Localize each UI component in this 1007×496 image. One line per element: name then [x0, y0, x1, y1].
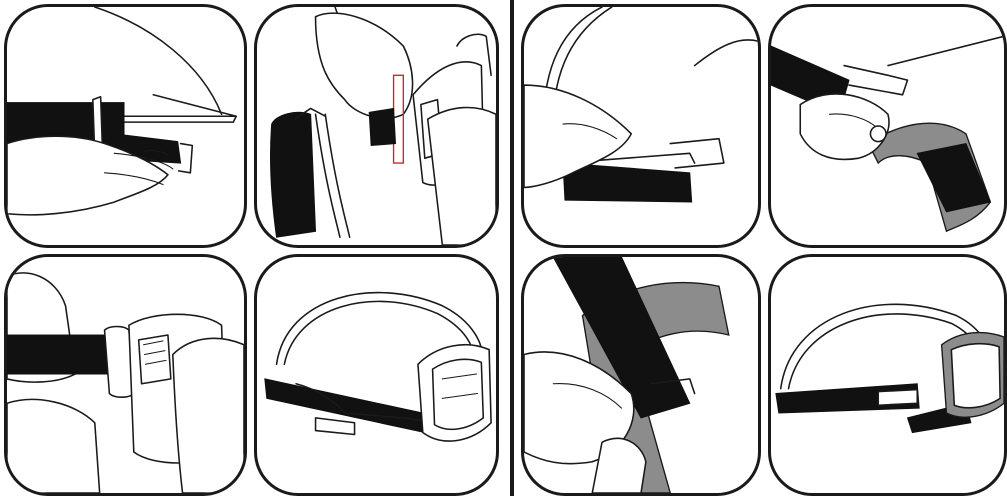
goggle-on-head-icon [257, 257, 496, 493]
strap-thread-goggle-icon [7, 257, 244, 493]
goggle-headband-icon [771, 257, 1004, 493]
strap-pull-hand-icon [524, 7, 758, 245]
panel-right-top-1 [521, 4, 761, 248]
panel-left-top-1 [4, 4, 247, 248]
panel-right-bottom-1 [521, 254, 761, 496]
panel-left-bottom-2 [254, 254, 499, 496]
panel-right-top-2 [768, 4, 1007, 248]
column-divider [510, 0, 514, 496]
panel-left-bottom-1 [4, 254, 247, 496]
grey-strap-wrap-icon [771, 7, 1004, 245]
panel-left-top-2 [254, 4, 499, 248]
strap-adjust-hand-icon [7, 7, 244, 245]
strap-fold-hand-icon [524, 257, 758, 493]
clip-attach-icon [257, 7, 496, 245]
panel-right-bottom-2 [768, 254, 1007, 496]
